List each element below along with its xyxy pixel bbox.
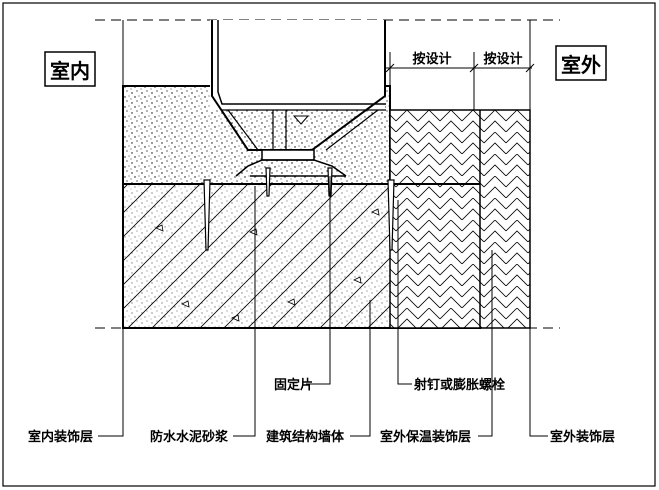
label-nail-or-bolt: 射钉或膨胀螺栓 [413, 377, 505, 393]
indoor-label-box [44, 51, 96, 87]
leader-lines [98, 176, 548, 437]
label-indoor-finish: 室内装饰层 [28, 429, 93, 445]
label-outdoor-finish: 室外装饰层 [550, 429, 615, 445]
dimension-lines [384, 52, 535, 110]
nails-or-bolts [203, 167, 395, 251]
dimension-label-design-1: 按设计 [412, 51, 451, 67]
label-structural-wall: 建筑结构墙体 [266, 429, 345, 445]
indoor-label: 室内 [50, 59, 90, 83]
outdoor-label-box [555, 45, 607, 81]
label-fixing-plate: 固定片 [274, 377, 313, 393]
label-outdoor-insulation: 室外保温装饰层 [380, 429, 471, 445]
label-waterproof-mortar: 防水水泥砂浆 [150, 429, 229, 445]
dimension-label-design-2: 按设计 [483, 51, 522, 67]
outdoor-label: 室外 [561, 53, 601, 77]
outdoor-insulation-layer [389, 109, 531, 329]
window-frame-profile [210, 20, 386, 161]
